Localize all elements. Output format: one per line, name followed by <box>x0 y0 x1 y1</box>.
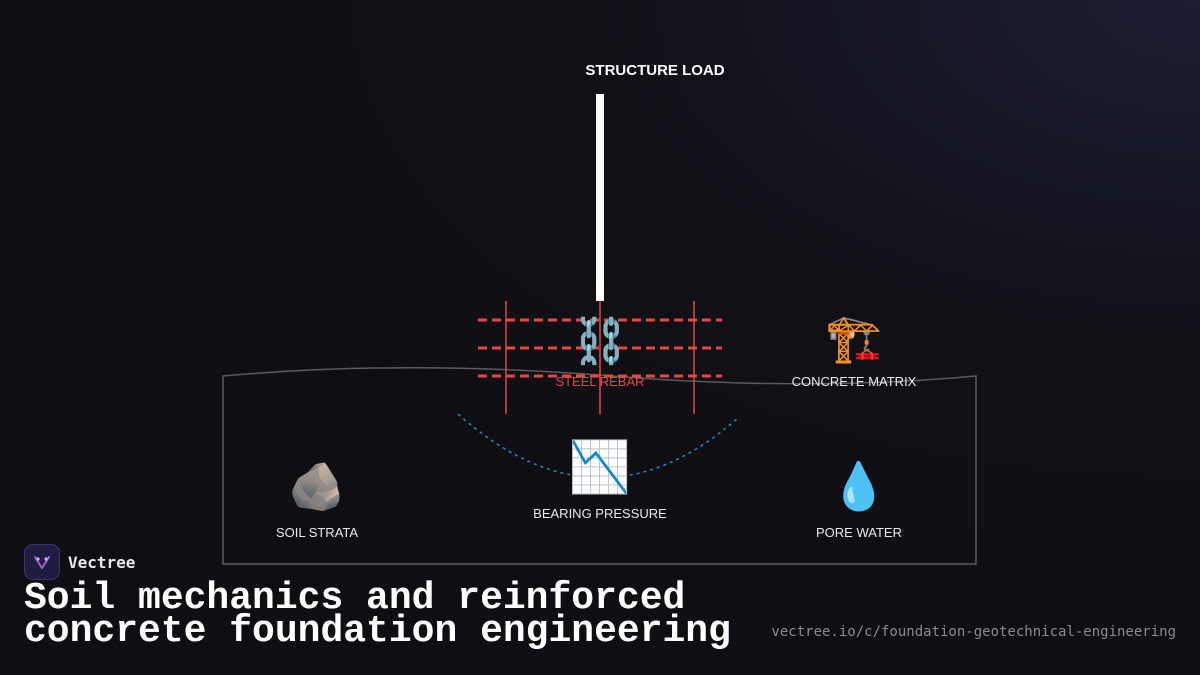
steel-rebar-label: STEEL REBAR <box>555 374 644 389</box>
bearing-pressure-curve <box>457 413 740 479</box>
vectree-logo-icon <box>24 544 60 580</box>
chain-icon: ⛓️ <box>573 316 628 367</box>
page-title: Soil mechanics and reinforced concrete f… <box>24 577 731 653</box>
soil-strata-label: SOIL STRATA <box>276 525 358 540</box>
structure-load-label: STRUCTURE LOAD <box>585 62 724 79</box>
brand: Vectree <box>24 544 135 580</box>
title-line: concrete foundation engineering <box>24 610 731 653</box>
concrete-matrix-label: CONCRETE MATRIX <box>792 374 917 389</box>
bearing-pressure-label: BEARING PRESSURE <box>533 506 667 521</box>
brand-name: Vectree <box>68 552 136 572</box>
droplet-icon: 💧 <box>830 459 887 513</box>
pore-water-label: PORE WATER <box>816 525 902 540</box>
source-url: vectree.io/c/foundation-geotechnical-eng… <box>771 624 1176 640</box>
title-line: Soil mechanics and reinforced <box>24 577 686 620</box>
chart-decreasing-icon: 📉 <box>569 438 631 496</box>
load-column <box>596 94 604 301</box>
rock-icon: 🪨 <box>288 459 345 513</box>
crane-icon: 🏗️ <box>825 311 882 365</box>
